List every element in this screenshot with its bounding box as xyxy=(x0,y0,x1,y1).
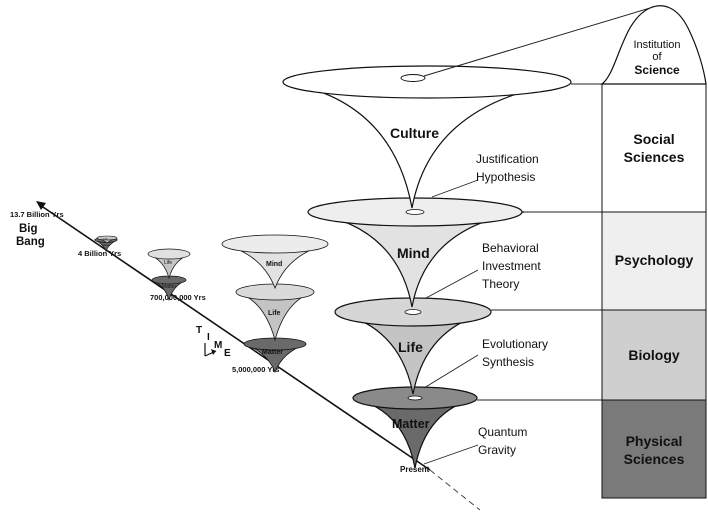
mini-cone-medium: Mind Life Matter xyxy=(221,234,329,374)
tiny-cone-bottom-label: Matter xyxy=(102,243,111,247)
science-social-line2: Sciences xyxy=(624,149,685,165)
leader-justification xyxy=(431,179,479,198)
main-cone-matter-label: Matter xyxy=(392,417,430,431)
science-social-box xyxy=(601,83,707,213)
theory-behavioral-line2: Investment xyxy=(482,259,541,273)
institution-bell xyxy=(600,5,707,85)
medium-cone-top-label: Mind xyxy=(266,261,282,268)
small-cone-bottom-label: Matter xyxy=(162,284,177,290)
time-letter-e: E xyxy=(224,348,231,359)
science-physical-box xyxy=(601,399,707,499)
theory-behavioral-line1: Behavioral xyxy=(482,241,539,255)
tiny-cone-top-label: Life xyxy=(103,237,108,241)
leader-behavioral xyxy=(425,269,479,299)
main-cone-culture: Culture xyxy=(282,65,572,209)
small-cone-top-label: Life xyxy=(164,260,172,266)
theory-justification-line1: Justification xyxy=(476,152,539,166)
time-letter-i: I xyxy=(207,332,210,343)
science-physical-line2: Sciences xyxy=(624,451,685,467)
main-cone-mind-label: Mind xyxy=(397,245,430,261)
medium-cone-middle-label: Life xyxy=(268,310,281,317)
timeline-arrowhead xyxy=(36,201,46,210)
mark-culture-label: 5,000,000 Yrs xyxy=(232,365,279,374)
time-arrow-icon xyxy=(204,343,217,357)
main-cone-life: Life xyxy=(334,297,492,395)
time-letter-m: M xyxy=(214,340,222,351)
main-cone-culture-label: Culture xyxy=(390,125,439,141)
theory-evolutionary-line2: Synthesis xyxy=(482,355,534,369)
main-cone-life-label: Life xyxy=(398,339,423,355)
institution-line1: Institution xyxy=(633,39,680,51)
mini-cone-small: Life Matter xyxy=(147,248,191,302)
time-letter-t: T xyxy=(196,325,202,336)
science-psychology-label: Psychology xyxy=(615,252,694,268)
mini-cone-tiny: Life Matter xyxy=(93,235,119,253)
big-bang-line2: Bang xyxy=(16,236,45,248)
institution-lead-line xyxy=(423,7,651,77)
science-psychology-box xyxy=(601,211,707,311)
theory-behavioral-line3: Theory xyxy=(482,277,519,291)
big-bang-line1: Big xyxy=(19,223,38,235)
theory-justification-line2: Hypothesis xyxy=(476,170,535,184)
theory-evolutionary-line1: Evolutionary xyxy=(482,337,548,351)
institution-line3: Science xyxy=(634,63,680,77)
mark-mind-label: 700,000,000 Yrs xyxy=(150,293,206,302)
present-label: Present xyxy=(400,465,430,474)
science-social-line1: Social xyxy=(633,131,674,147)
leader-evolutionary xyxy=(423,354,479,389)
science-physical-line1: Physical xyxy=(626,433,683,449)
mark-life-label: 4 Billion Yrs xyxy=(78,249,121,258)
science-biology-box xyxy=(601,309,707,401)
main-cone-matter: Matter xyxy=(352,386,478,469)
theory-quantum-line1: Quantum xyxy=(478,425,527,439)
start-value-label: 13.7 Billion Yrs xyxy=(10,210,64,219)
timeline-future-dashed xyxy=(429,469,481,511)
medium-cone-bottom-label: Matter xyxy=(262,349,283,356)
main-cone-mind: Mind xyxy=(307,197,525,308)
science-biology-label: Biology xyxy=(628,347,680,363)
leader-quantum xyxy=(423,444,479,465)
theory-quantum-line2: Gravity xyxy=(478,443,516,457)
institution-line2: of xyxy=(652,51,662,63)
